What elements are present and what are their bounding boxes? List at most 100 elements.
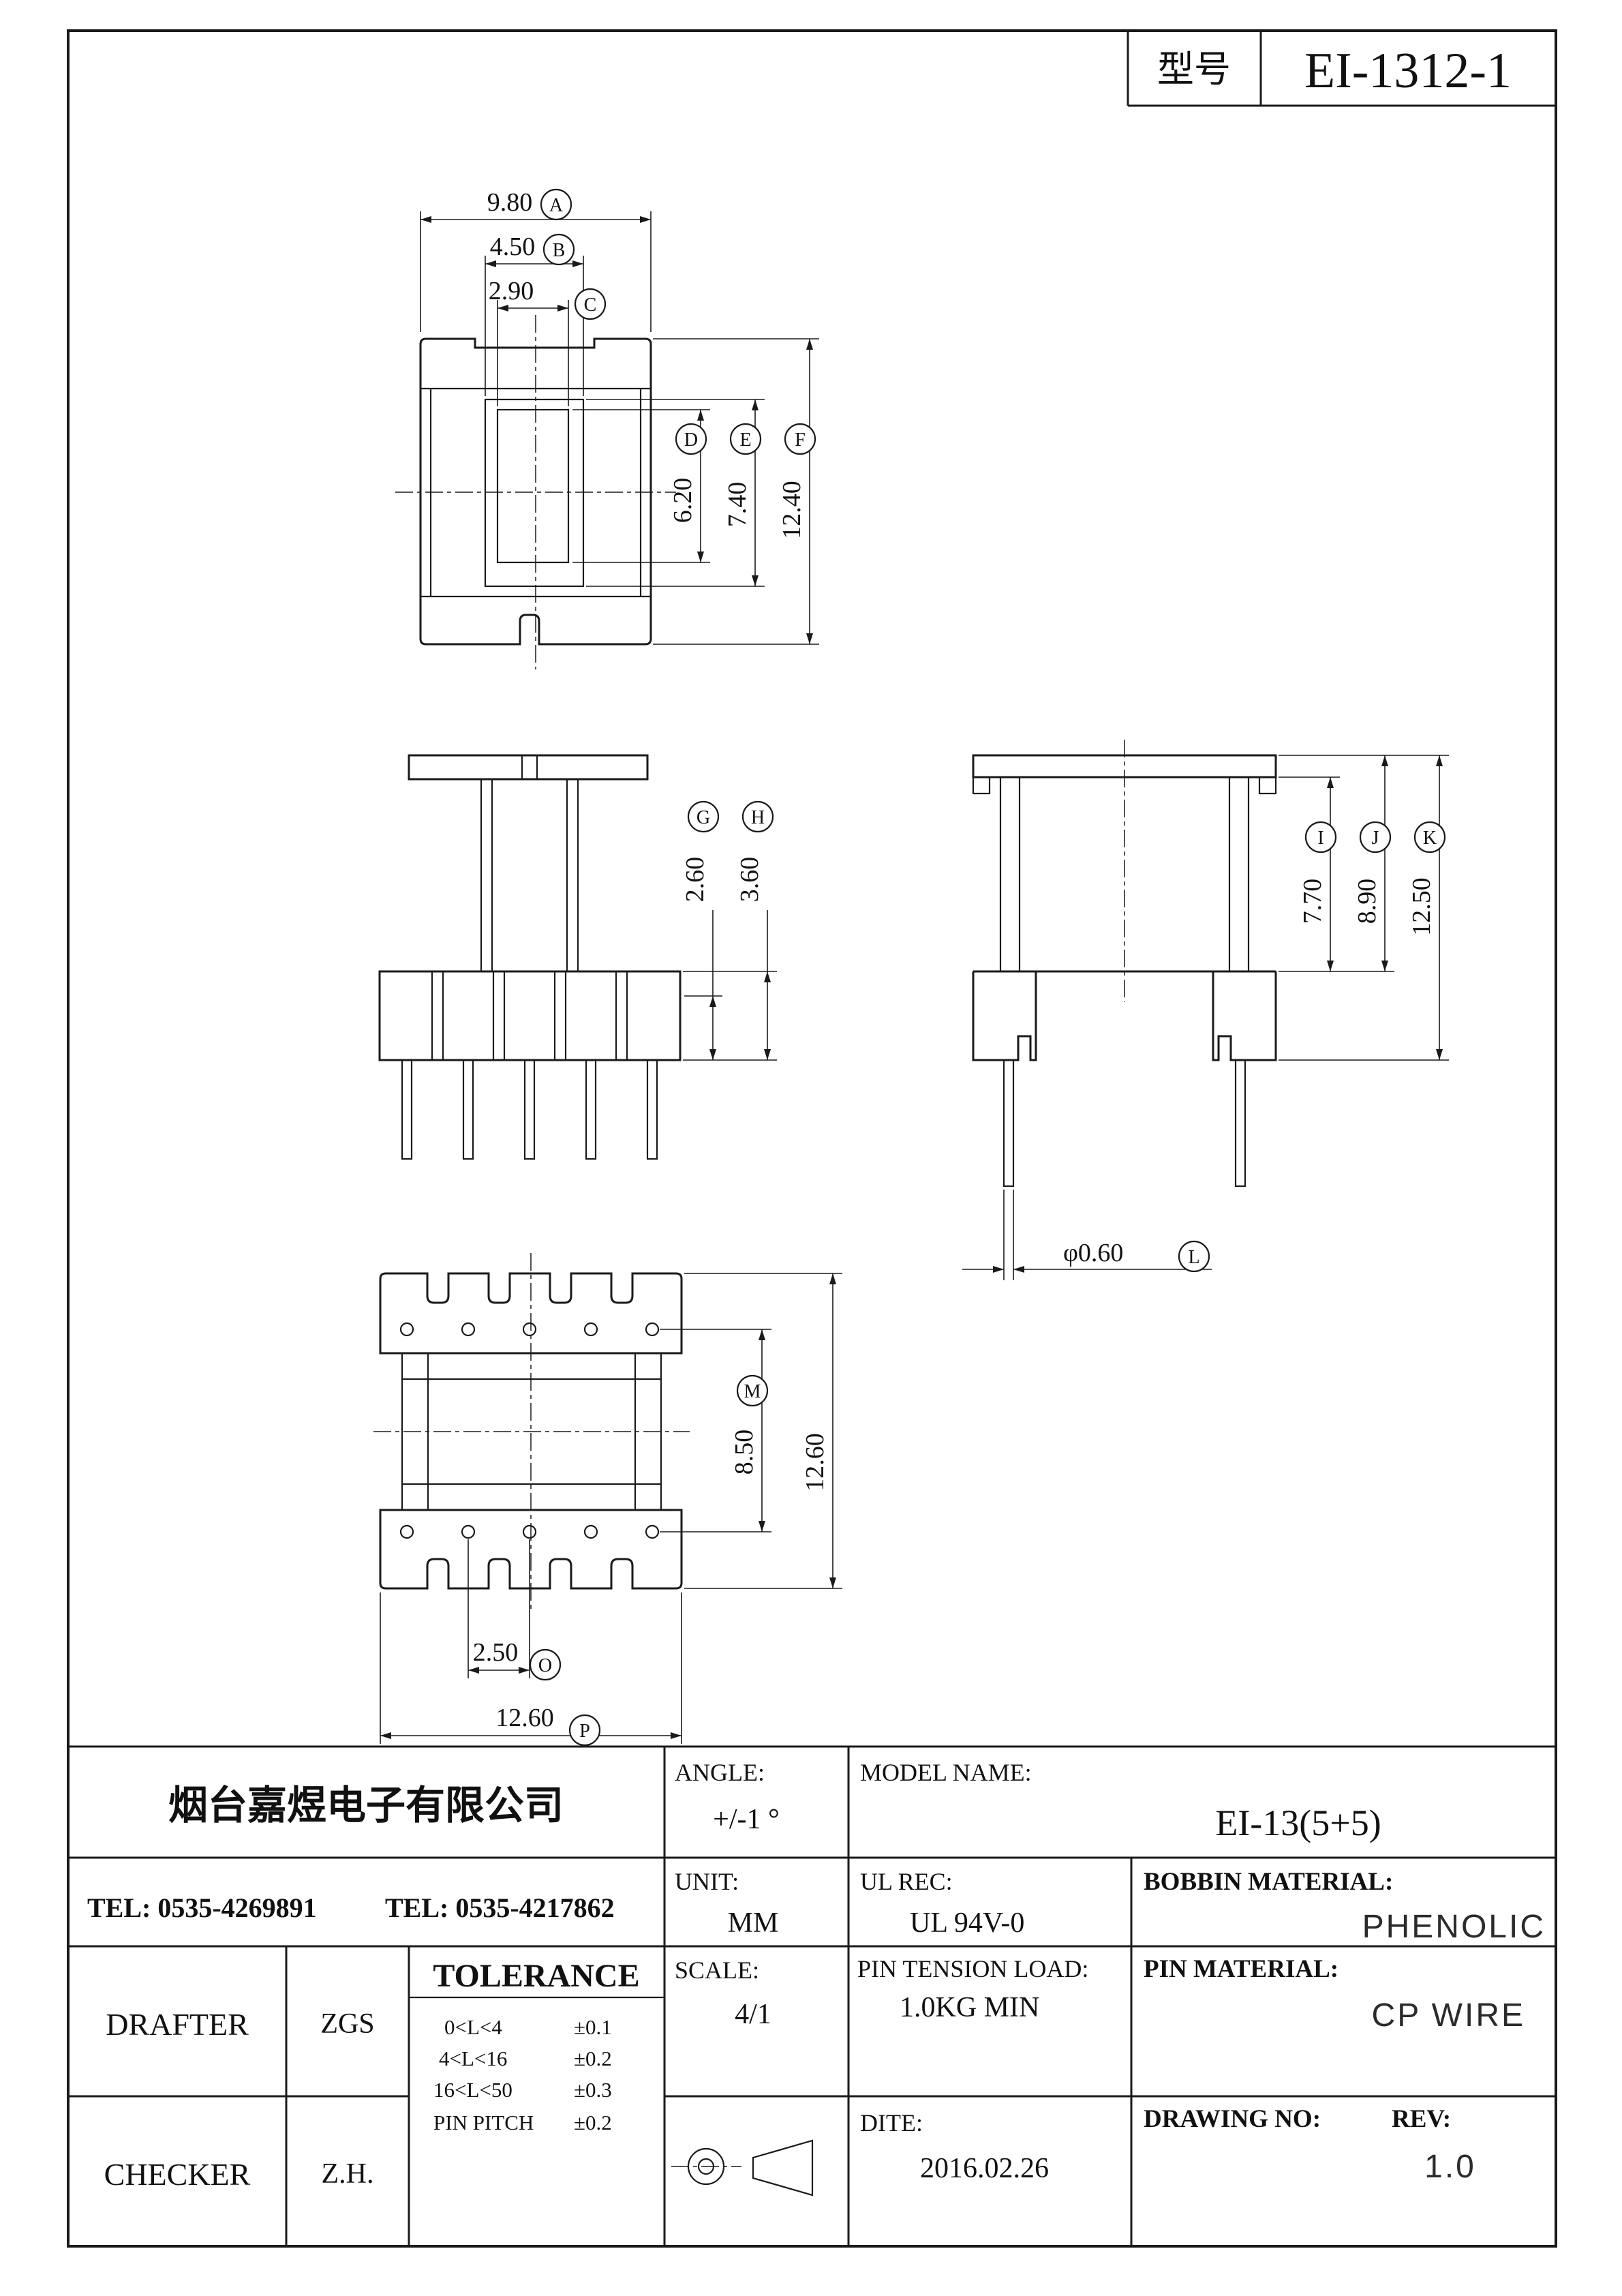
top-view: 9.80 A 4.50 B 2.90 C 6.20 D [395, 188, 819, 669]
checker-value: Z.H. [322, 2158, 374, 2190]
dim-n: 12.60 [684, 1273, 842, 1589]
right-foot [1212, 971, 1277, 1061]
dim-b: 4.50 B [485, 232, 584, 396]
model-name-value: EI-13(5+5) [1215, 1802, 1381, 1843]
cone-symbol [752, 2139, 814, 2196]
tolerance-range-0: 0<L<4 [444, 2015, 502, 2039]
dim-h-ref: H [751, 807, 765, 828]
dim-c-value: 2.90 [489, 277, 534, 305]
date-label: DITE: [860, 2109, 923, 2136]
pin-tension-label: PIN TENSION LOAD: [857, 1955, 1088, 1982]
dim-k-value: 12.50 [1407, 877, 1436, 936]
left-foot [972, 971, 1037, 1061]
dim-i: 7.70 I [1298, 777, 1337, 971]
ul-rec-label: UL REC: [860, 1868, 953, 1895]
dim-b-ref: B [553, 240, 566, 261]
pin [1234, 1059, 1246, 1188]
info-table-grid [68, 1745, 1556, 2246]
dim-d-value: 6.20 [669, 478, 697, 524]
dim-k: 12.50 K [1407, 755, 1446, 1060]
pin [585, 1059, 597, 1160]
dim-c-ref: C [584, 294, 597, 316]
front-view: 2.60 G 3.60 H [378, 754, 777, 1160]
ul-rec-value: UL 94V-0 [910, 1907, 1024, 1939]
dim-p-value: 12.60 [495, 1704, 554, 1732]
info-table: 烟台嘉煜电子有限公司 TEL: 0535-4269891 TEL: 0535-4… [87, 1759, 1546, 2192]
bottom-comb-strip [379, 1509, 683, 1590]
dim-l: φ0.60 L [962, 1190, 1212, 1280]
unit-value: MM [728, 1907, 779, 1939]
date-value: 2016.02.26 [920, 2153, 1049, 2184]
pin-material-value: CP WIRE [1372, 1997, 1525, 2034]
tolerance-range-1: 4<L<16 [439, 2046, 507, 2070]
dim-k-ref: K [1423, 828, 1437, 849]
dim-o-ref: O [538, 1655, 552, 1676]
dim-p-ref: P [579, 1721, 590, 1742]
dim-j-value: 8.90 [1353, 879, 1381, 924]
dim-h: 3.60 H [683, 800, 777, 1061]
dim-c: 2.90 C [489, 277, 607, 406]
scale-label: SCALE: [675, 1957, 759, 1984]
tolerance-range-3: PIN PITCH [433, 2111, 534, 2134]
model-value: EI-1312-1 [1304, 43, 1512, 99]
tolerance-range-2: 16<L<50 [433, 2078, 512, 2102]
drawing-no-label: DRAWING NO: [1144, 2105, 1321, 2133]
pin-tension-value: 1.0KG MIN [900, 1992, 1039, 2023]
dim-l-value: φ0.60 [1063, 1239, 1123, 1267]
bottom-view: 8.50 M 12.60 2.50 O 12.60 P [373, 1253, 842, 1747]
title-block: 型号 EI-1312-1 [1127, 31, 1556, 107]
pin-comb [378, 970, 682, 1061]
dim-d: 6.20 D [572, 409, 710, 563]
dim-e: 7.40 E [586, 399, 765, 587]
pin [401, 1059, 413, 1160]
dim-d-ref: D [684, 429, 698, 451]
dim-f: 12.40 F [653, 338, 819, 645]
page-border [67, 29, 1557, 2248]
rev-label: REV: [1392, 2105, 1451, 2133]
pin [1003, 1059, 1015, 1188]
winding-window-outer [484, 398, 585, 588]
bobbin-material-label: BOBBIN MATERIAL: [1144, 1868, 1393, 1896]
dim-g-ref: G [697, 807, 710, 828]
unit-label: UNIT: [675, 1868, 739, 1895]
dim-m-value: 8.50 [730, 1430, 759, 1475]
model-label: 型号 [1157, 49, 1231, 90]
dim-n-value: 12.60 [801, 1433, 829, 1492]
dim-h-value: 3.60 [735, 857, 764, 903]
dim-j: 8.90 J [1353, 755, 1392, 971]
pin [523, 1059, 536, 1160]
drafter-value: ZGS [320, 2008, 374, 2040]
dim-m: 8.50 M [660, 1329, 771, 1532]
dim-j-ref: J [1372, 828, 1379, 849]
dim-i-ref: I [1317, 828, 1323, 849]
top-comb-strip [379, 1272, 683, 1355]
bobbin-material-value: PHENOLIC [1362, 1909, 1546, 1945]
pin [646, 1059, 658, 1160]
dim-m-ref: M [744, 1381, 761, 1402]
dim-e-ref: E [739, 429, 751, 451]
angle-value: +/-1 ° [713, 1804, 780, 1835]
company-name: 烟台嘉煜电子有限公司 [168, 1783, 564, 1828]
dim-e-value: 7.40 [723, 482, 752, 528]
dim-i-value: 7.70 [1298, 879, 1327, 924]
dim-a: 9.80 A [420, 188, 652, 332]
dim-g: 2.60 G [681, 800, 722, 1060]
bobbin-top-outline [419, 337, 652, 646]
dim-f-value: 12.40 [778, 481, 806, 539]
tolerance-value-1: ±0.2 [574, 2046, 612, 2070]
dim-f-ref: F [795, 429, 806, 451]
dim-o-value: 2.50 [473, 1638, 519, 1667]
dim-g-value: 2.60 [681, 857, 709, 903]
top-flange [408, 754, 649, 781]
tel-1: TEL: 0535-4269891 [87, 1892, 317, 1923]
tolerance-title: TOLERANCE [433, 1958, 639, 1994]
dim-p: 12.60 P [380, 1592, 682, 1747]
pin [462, 1059, 474, 1160]
scale-value: 4/1 [735, 1999, 771, 2030]
tolerance-value-3: ±0.2 [574, 2111, 612, 2134]
winding-window-inner [496, 408, 570, 564]
dim-a-value: 9.80 [487, 188, 533, 217]
dim-b-value: 4.50 [490, 232, 536, 261]
